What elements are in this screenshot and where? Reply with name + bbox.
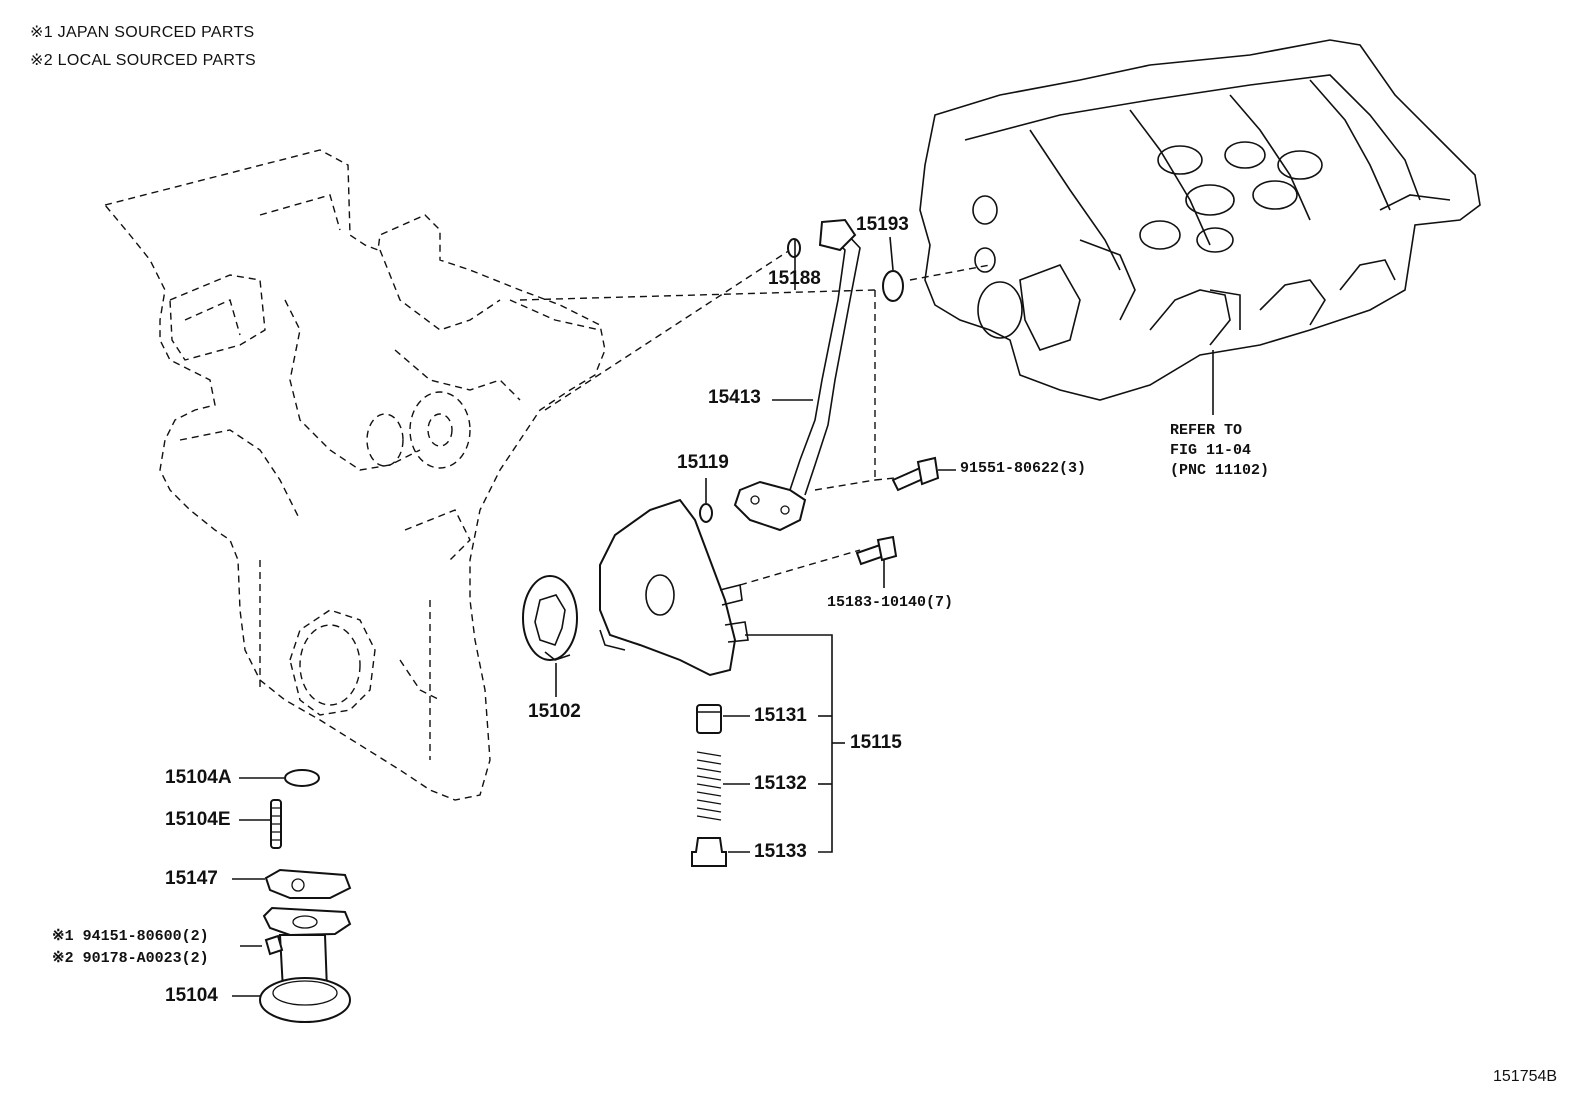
note-japan-sourced: ※1 JAPAN SOURCED PARTS (30, 24, 255, 41)
reference-note[interactable]: REFER TO FIG 11-04 (PNC 11102) (1170, 421, 1269, 481)
reference-line-3: (PNC 11102) (1170, 462, 1270, 479)
callout-15115[interactable]: 15115 (850, 732, 902, 753)
callout-15131[interactable]: 15131 (754, 705, 807, 726)
oil-pipe (733, 218, 861, 532)
callout-15147[interactable]: 15147 (165, 868, 218, 889)
callout-91551-80622[interactable]: 91551-80622(3) (960, 460, 1087, 477)
cylinder-block (919, 39, 1481, 401)
note-local-sourced: ※2 LOCAL SOURCED PARTS (30, 52, 256, 69)
guide-lines (519, 249, 991, 586)
timing-cover (103, 149, 606, 801)
callout-94151-80600[interactable]: ※1 94151-80600(2) (52, 928, 209, 945)
callout-15104E[interactable]: 15104E (165, 809, 231, 830)
callout-15104[interactable]: 15104 (165, 985, 218, 1006)
relief-valve (691, 704, 727, 867)
callout-15413[interactable]: 15413 (708, 387, 761, 408)
callout-15183-10140[interactable]: 15183-10140(7) (827, 594, 954, 611)
callout-15193[interactable]: 15193 (856, 214, 909, 235)
callout-15104A[interactable]: 15104A (165, 767, 232, 788)
callout-15133[interactable]: 15133 (754, 841, 807, 862)
bolts (855, 456, 940, 566)
reference-line-2: FIG 11-04 (1170, 442, 1252, 459)
oil-pump-body (599, 498, 749, 677)
oil-strainer (259, 769, 352, 1023)
callout-15132[interactable]: 15132 (754, 773, 807, 794)
diagram-code: 151754B (1493, 1068, 1558, 1085)
leader-lines (232, 236, 1214, 997)
callout-15119[interactable]: 15119 (677, 452, 729, 473)
callout-15102[interactable]: 15102 (528, 701, 581, 722)
o-rings (699, 238, 904, 523)
callout-90178-A0023[interactable]: ※2 90178-A0023(2) (52, 950, 209, 967)
callout-15188[interactable]: 15188 (768, 268, 821, 289)
oil-pump-rotor (522, 575, 578, 661)
reference-line-1: REFER TO (1170, 422, 1243, 439)
